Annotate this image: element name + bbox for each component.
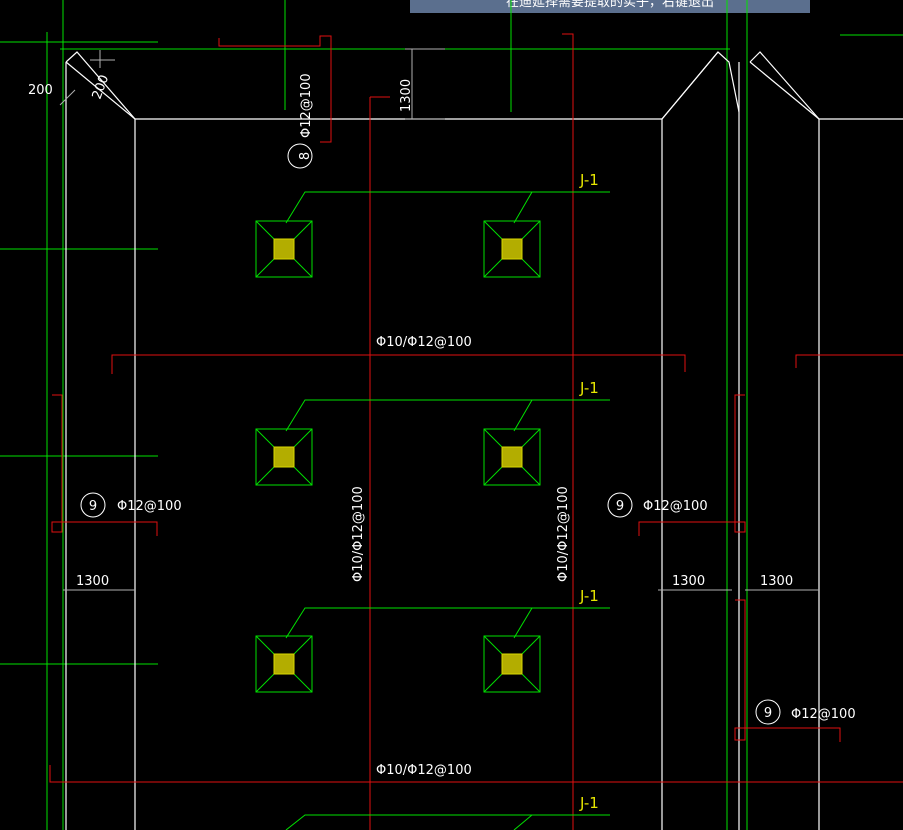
- rebar-label: Φ10/Φ12@100: [556, 486, 571, 582]
- rebar-label: Φ10/Φ12@100: [376, 763, 472, 778]
- foundation-tag: J-1: [579, 587, 599, 605]
- rebar-label: Φ12@100: [117, 499, 182, 514]
- pile-cap[interactable]: [483, 220, 541, 278]
- rebar-mark-circle: [287, 143, 313, 169]
- foundation-tag: J-1: [579, 794, 599, 812]
- dimension-text: 1300: [760, 574, 793, 589]
- pile-caps[interactable]: [255, 220, 541, 693]
- dimension-text: 200: [28, 83, 53, 98]
- pile-cap[interactable]: [483, 428, 541, 486]
- rebar-label: Φ10/Φ12@100: [351, 486, 366, 582]
- rebar-mark-number: 9: [616, 499, 624, 514]
- rebar-mark-number: 9: [89, 499, 97, 514]
- dimension-text: 1300: [76, 574, 109, 589]
- rebar-label: Φ12@100: [643, 499, 708, 514]
- tag-leaders: [285, 191, 610, 830]
- foundation-outline: [65, 51, 903, 830]
- rebar-label: Φ12@100: [299, 73, 314, 138]
- rebar-mark-circle: [755, 699, 781, 725]
- dimension-text: 1300: [672, 574, 705, 589]
- status-banner: 在迪延择需要提取的实子，右键退出: [410, 0, 810, 13]
- rebar-mark-number: 9: [764, 706, 772, 721]
- rebar-lines: [49, 33, 903, 830]
- pile-cap[interactable]: [483, 635, 541, 693]
- pile-cap[interactable]: [255, 220, 313, 278]
- pile-cap[interactable]: [255, 428, 313, 486]
- foundation-tag: J-1: [579, 171, 599, 189]
- rebar-label: Φ12@100: [791, 707, 856, 722]
- rebar-mark-circle: [607, 492, 633, 518]
- foundation-tag: J-1: [579, 379, 599, 397]
- dimension-lines: [59, 48, 819, 591]
- rebar-label: Φ10/Φ12@100: [376, 335, 472, 350]
- pile-cap[interactable]: [255, 635, 313, 693]
- rebar-mark-circle: [80, 492, 106, 518]
- rebar-mark-number: 8: [298, 152, 313, 160]
- dimension-text: 1300: [399, 79, 414, 112]
